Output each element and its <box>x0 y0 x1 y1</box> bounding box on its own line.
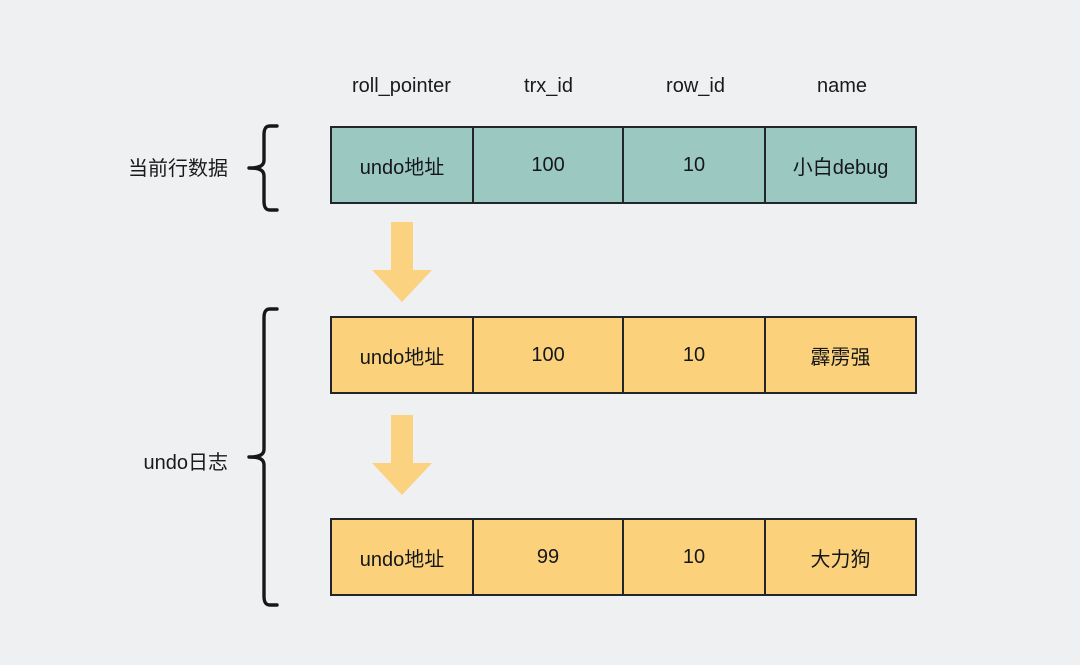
arrow-shaft <box>391 415 413 465</box>
cell-name: 小白debug <box>792 156 889 179</box>
table-row: undo地址 100 10 小白debug <box>330 126 917 204</box>
arrow-shaft <box>391 222 413 272</box>
table-row: undo地址 99 10 大力狗 <box>330 518 917 596</box>
cell-name: 霹雳强 <box>810 346 871 369</box>
cell-row-id: 10 <box>624 520 767 594</box>
cell-trx-id: 100 <box>474 318 624 392</box>
curly-brace-undo-log <box>246 305 280 609</box>
group-label-undo-log: undo日志 <box>143 452 229 474</box>
cell-roll-pointer: undo地址 <box>332 520 475 594</box>
cell-row-id: 10 <box>624 128 767 202</box>
cell-trx-id: 99 <box>474 520 624 594</box>
cell-roll-pointer: undo地址 <box>332 128 475 202</box>
curly-brace-current-row <box>246 122 280 214</box>
down-arrow-icon <box>372 415 432 495</box>
column-header-roll-pointer: roll_pointer <box>352 75 451 97</box>
arrow-head <box>372 270 432 302</box>
cell-trx-id: 100 <box>474 128 624 202</box>
down-arrow-icon <box>372 222 432 302</box>
group-label-current-row: 当前行数据 <box>128 158 228 180</box>
column-header-trx-id: trx_id <box>524 75 573 97</box>
cell-roll-pointer: undo地址 <box>332 318 475 392</box>
cell-row-id: 10 <box>624 318 767 392</box>
column-header-row-id: row_id <box>666 75 725 97</box>
arrow-head <box>372 463 432 495</box>
table-row: undo地址 100 10 霹雳强 <box>330 316 917 394</box>
column-header-name: name <box>816 75 868 97</box>
cell-name: 大力狗 <box>810 548 871 571</box>
